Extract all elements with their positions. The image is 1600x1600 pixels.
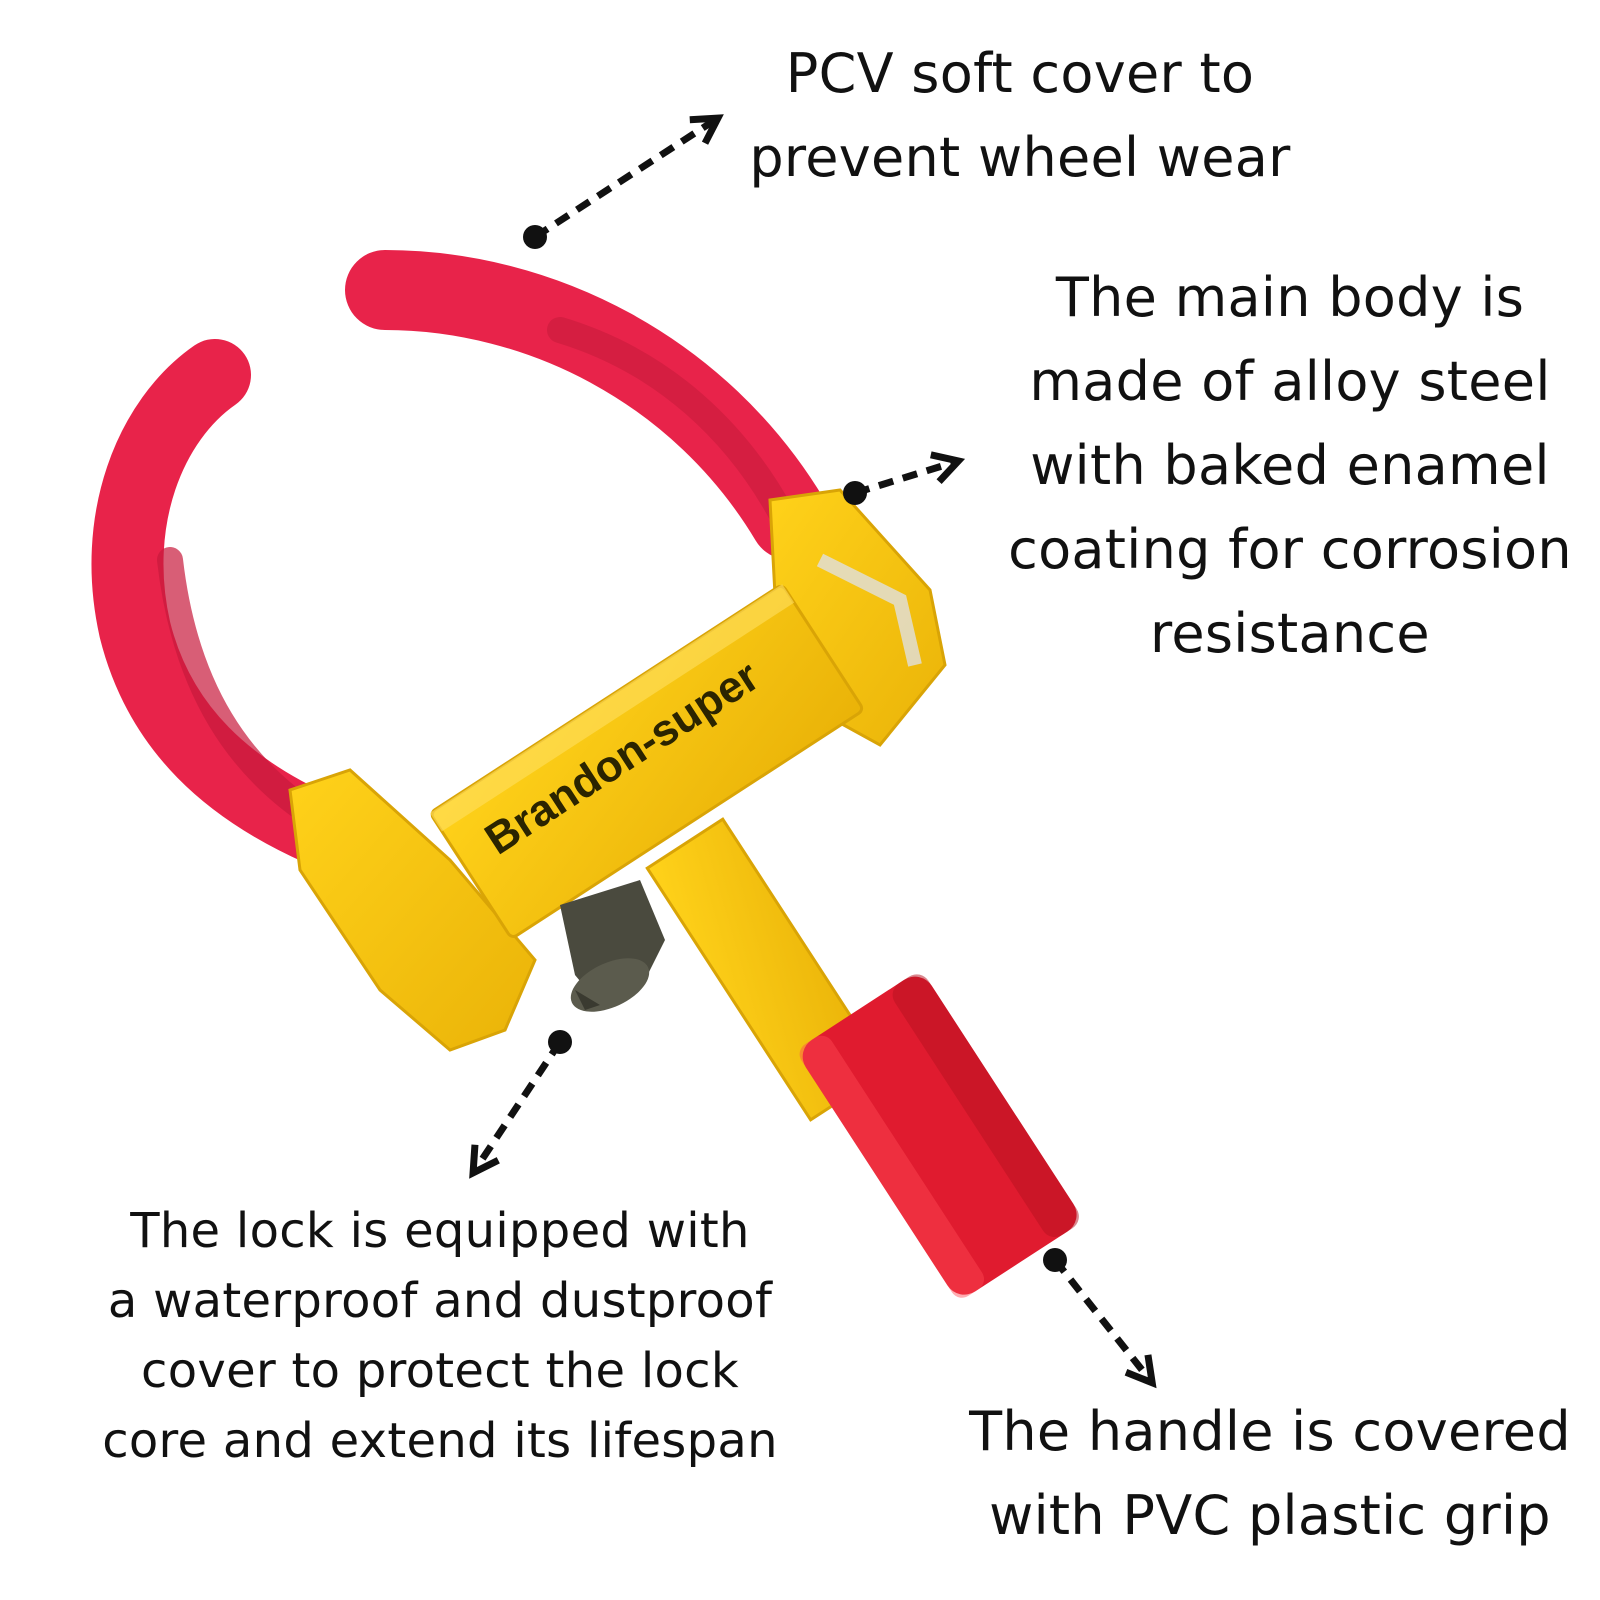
connector-body [853, 451, 966, 497]
main-body-bar [429, 584, 864, 938]
right-clamp-arm [345, 250, 830, 560]
left-clamp-arm [91, 339, 356, 866]
caption-line: with PVC plastic grip [989, 1484, 1551, 1547]
caption-handle: The handle is covered with PVC plastic g… [960, 1390, 1580, 1558]
caption-line: PCV soft cover to [785, 42, 1255, 105]
caption-line: The lock is equipped with [130, 1203, 750, 1259]
callout-dots [523, 225, 1067, 1272]
caption-line: made of alloy steel [1029, 350, 1551, 413]
caption-line: prevent wheel wear [749, 126, 1291, 189]
caption-line: The handle is covered [969, 1400, 1571, 1463]
caption-body: The main body is made of alloy steel wit… [980, 256, 1600, 676]
caption-cover: PCV soft cover to prevent wheel wear [690, 32, 1350, 200]
caption-lock: The lock is equipped with a waterproof a… [60, 1196, 820, 1476]
caption-line: resistance [1150, 602, 1430, 665]
caption-line: core and extend its lifespan [102, 1413, 778, 1469]
left-bracket [288, 768, 537, 1052]
caption-line: with baked enamel [1030, 434, 1550, 497]
connector-handle [1052, 1257, 1157, 1389]
caption-line: cover to protect the lock [141, 1343, 739, 1399]
lock-cylinder [560, 880, 665, 1012]
caption-line: The main body is [1055, 266, 1525, 329]
connector-lock [469, 1040, 563, 1179]
callout-connectors [469, 114, 1157, 1389]
handle-grip [799, 974, 1079, 1298]
caption-line: coating for corrosion [1008, 518, 1572, 581]
caption-line: a waterproof and dustproof [107, 1273, 773, 1329]
right-clamp-arm-shade [547, 317, 803, 543]
connector-cover [533, 114, 724, 240]
